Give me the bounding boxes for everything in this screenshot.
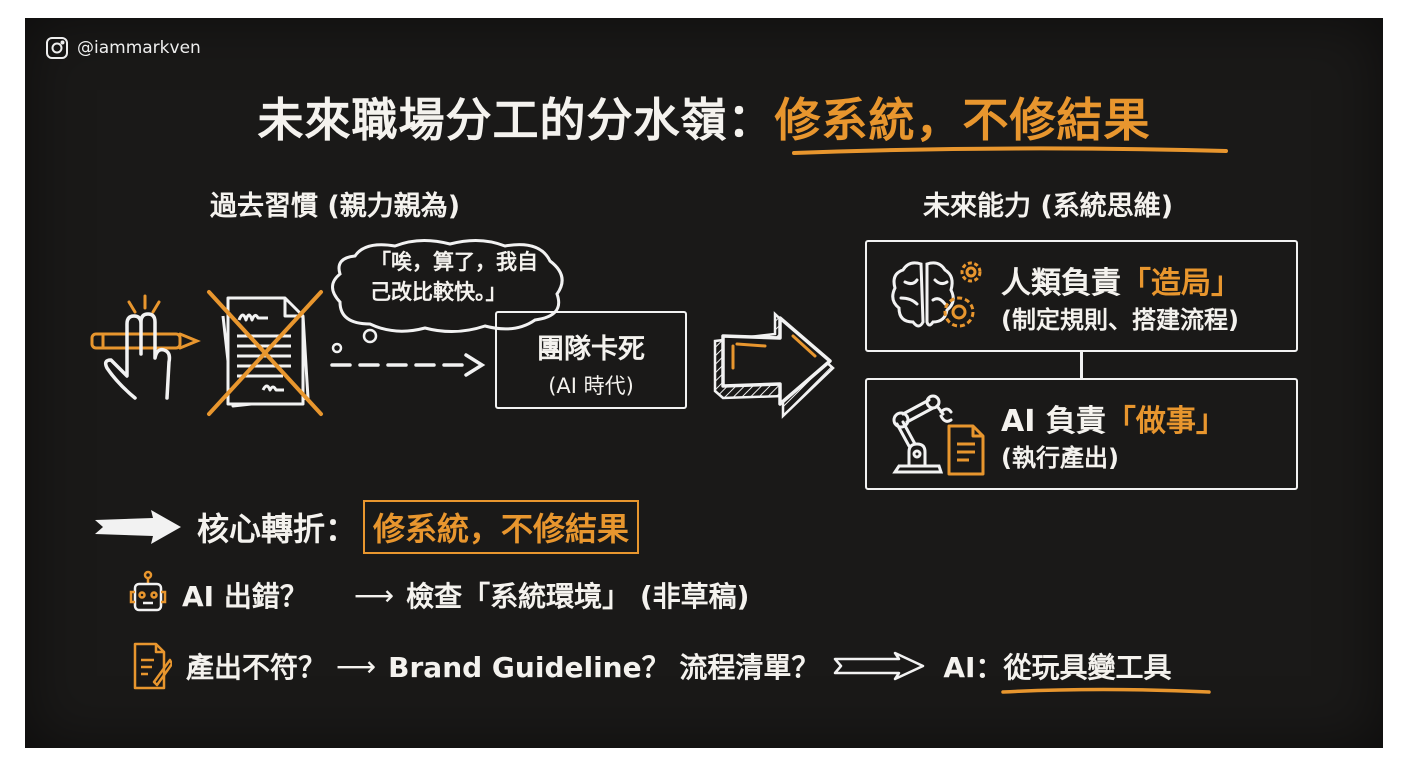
result-prefix: AI： [943, 651, 1004, 684]
instagram-icon [46, 37, 68, 59]
ai-role-detail: (執行產出) [1001, 444, 1119, 472]
brain-gears-icon [891, 261, 982, 328]
double-arrow-icon [834, 651, 925, 681]
human-role-detail: (制定規則、搭建流程) [1001, 306, 1239, 334]
output-mismatch-row: 產出不符？ ⟶ Brand Guideline？ 流程清單？ AI： 從玩具變工… [132, 640, 1212, 694]
thought-bubble [331, 239, 564, 354]
robot-arm-document-icon [892, 394, 985, 476]
social-handle: @iammarkven [45, 36, 201, 60]
past-heading: 過去習慣 (親力親為) [210, 191, 461, 222]
handle-text: @iammarkven [77, 38, 201, 58]
big-arrow-icon [713, 311, 835, 419]
ai-error-question: AI 出錯？ [182, 580, 308, 613]
result-underline [1001, 687, 1212, 694]
title-white: 未來職場分工的分水嶺： [257, 93, 775, 147]
chalkboard: @iammarkven 未來職場分工的分水嶺：修系統，不修結果 過去習慣 (親力… [25, 18, 1383, 748]
connector-line [1080, 352, 1083, 378]
output-mismatch-question: 產出不符？ [186, 651, 327, 684]
page-title: 未來職場分工的分水嶺：修系統，不修結果 [25, 84, 1383, 150]
result-highlight: 從玩具變工具 [1001, 646, 1212, 694]
ai-error-row: AI 出錯？ ⟶ 檢查「系統環境」 (非草稿) [128, 570, 749, 620]
ai-error-answer: 檢查「系統環境」 (非草稿) [406, 580, 750, 613]
robot-icon [129, 570, 167, 612]
team-stuck-box: 團隊卡死 (AI 時代) [495, 311, 687, 409]
document-edit-icon [133, 642, 172, 690]
human-role-box: 人類負責「造局」 (制定規則、搭建流程) [865, 240, 1298, 352]
core-highlight-box: 修系統，不修結果 [363, 500, 640, 554]
title-highlight: 修系統，不修結果 [774, 93, 1151, 147]
solid-arrow-icon [95, 510, 181, 544]
core-label: 核心轉折： [197, 510, 358, 548]
future-heading: 未來能力 (系統思維) [923, 191, 1174, 222]
row2-arrow: ⟶ [336, 649, 377, 683]
core-turning-point: 核心轉折： 修系統，不修結果 [93, 500, 640, 554]
output-mismatch-answer: Brand Guideline？ 流程清單？ [388, 651, 820, 684]
crossed-document-icon [207, 290, 323, 416]
thought-bubble-text: 「唉，算了，我自 己改比較快。」 [370, 250, 538, 304]
ai-role-box: AI 負責「做事」 (執行產出) [865, 378, 1298, 490]
ai-role-title: AI 負責「做事」 [1001, 404, 1226, 439]
human-role-title: 人類負責「造局」 [1001, 266, 1241, 301]
dashed-arrow [330, 353, 486, 377]
row1-arrow: ⟶ [354, 578, 395, 612]
title-underline [792, 146, 1228, 155]
hand-pencil-icon [90, 294, 201, 400]
